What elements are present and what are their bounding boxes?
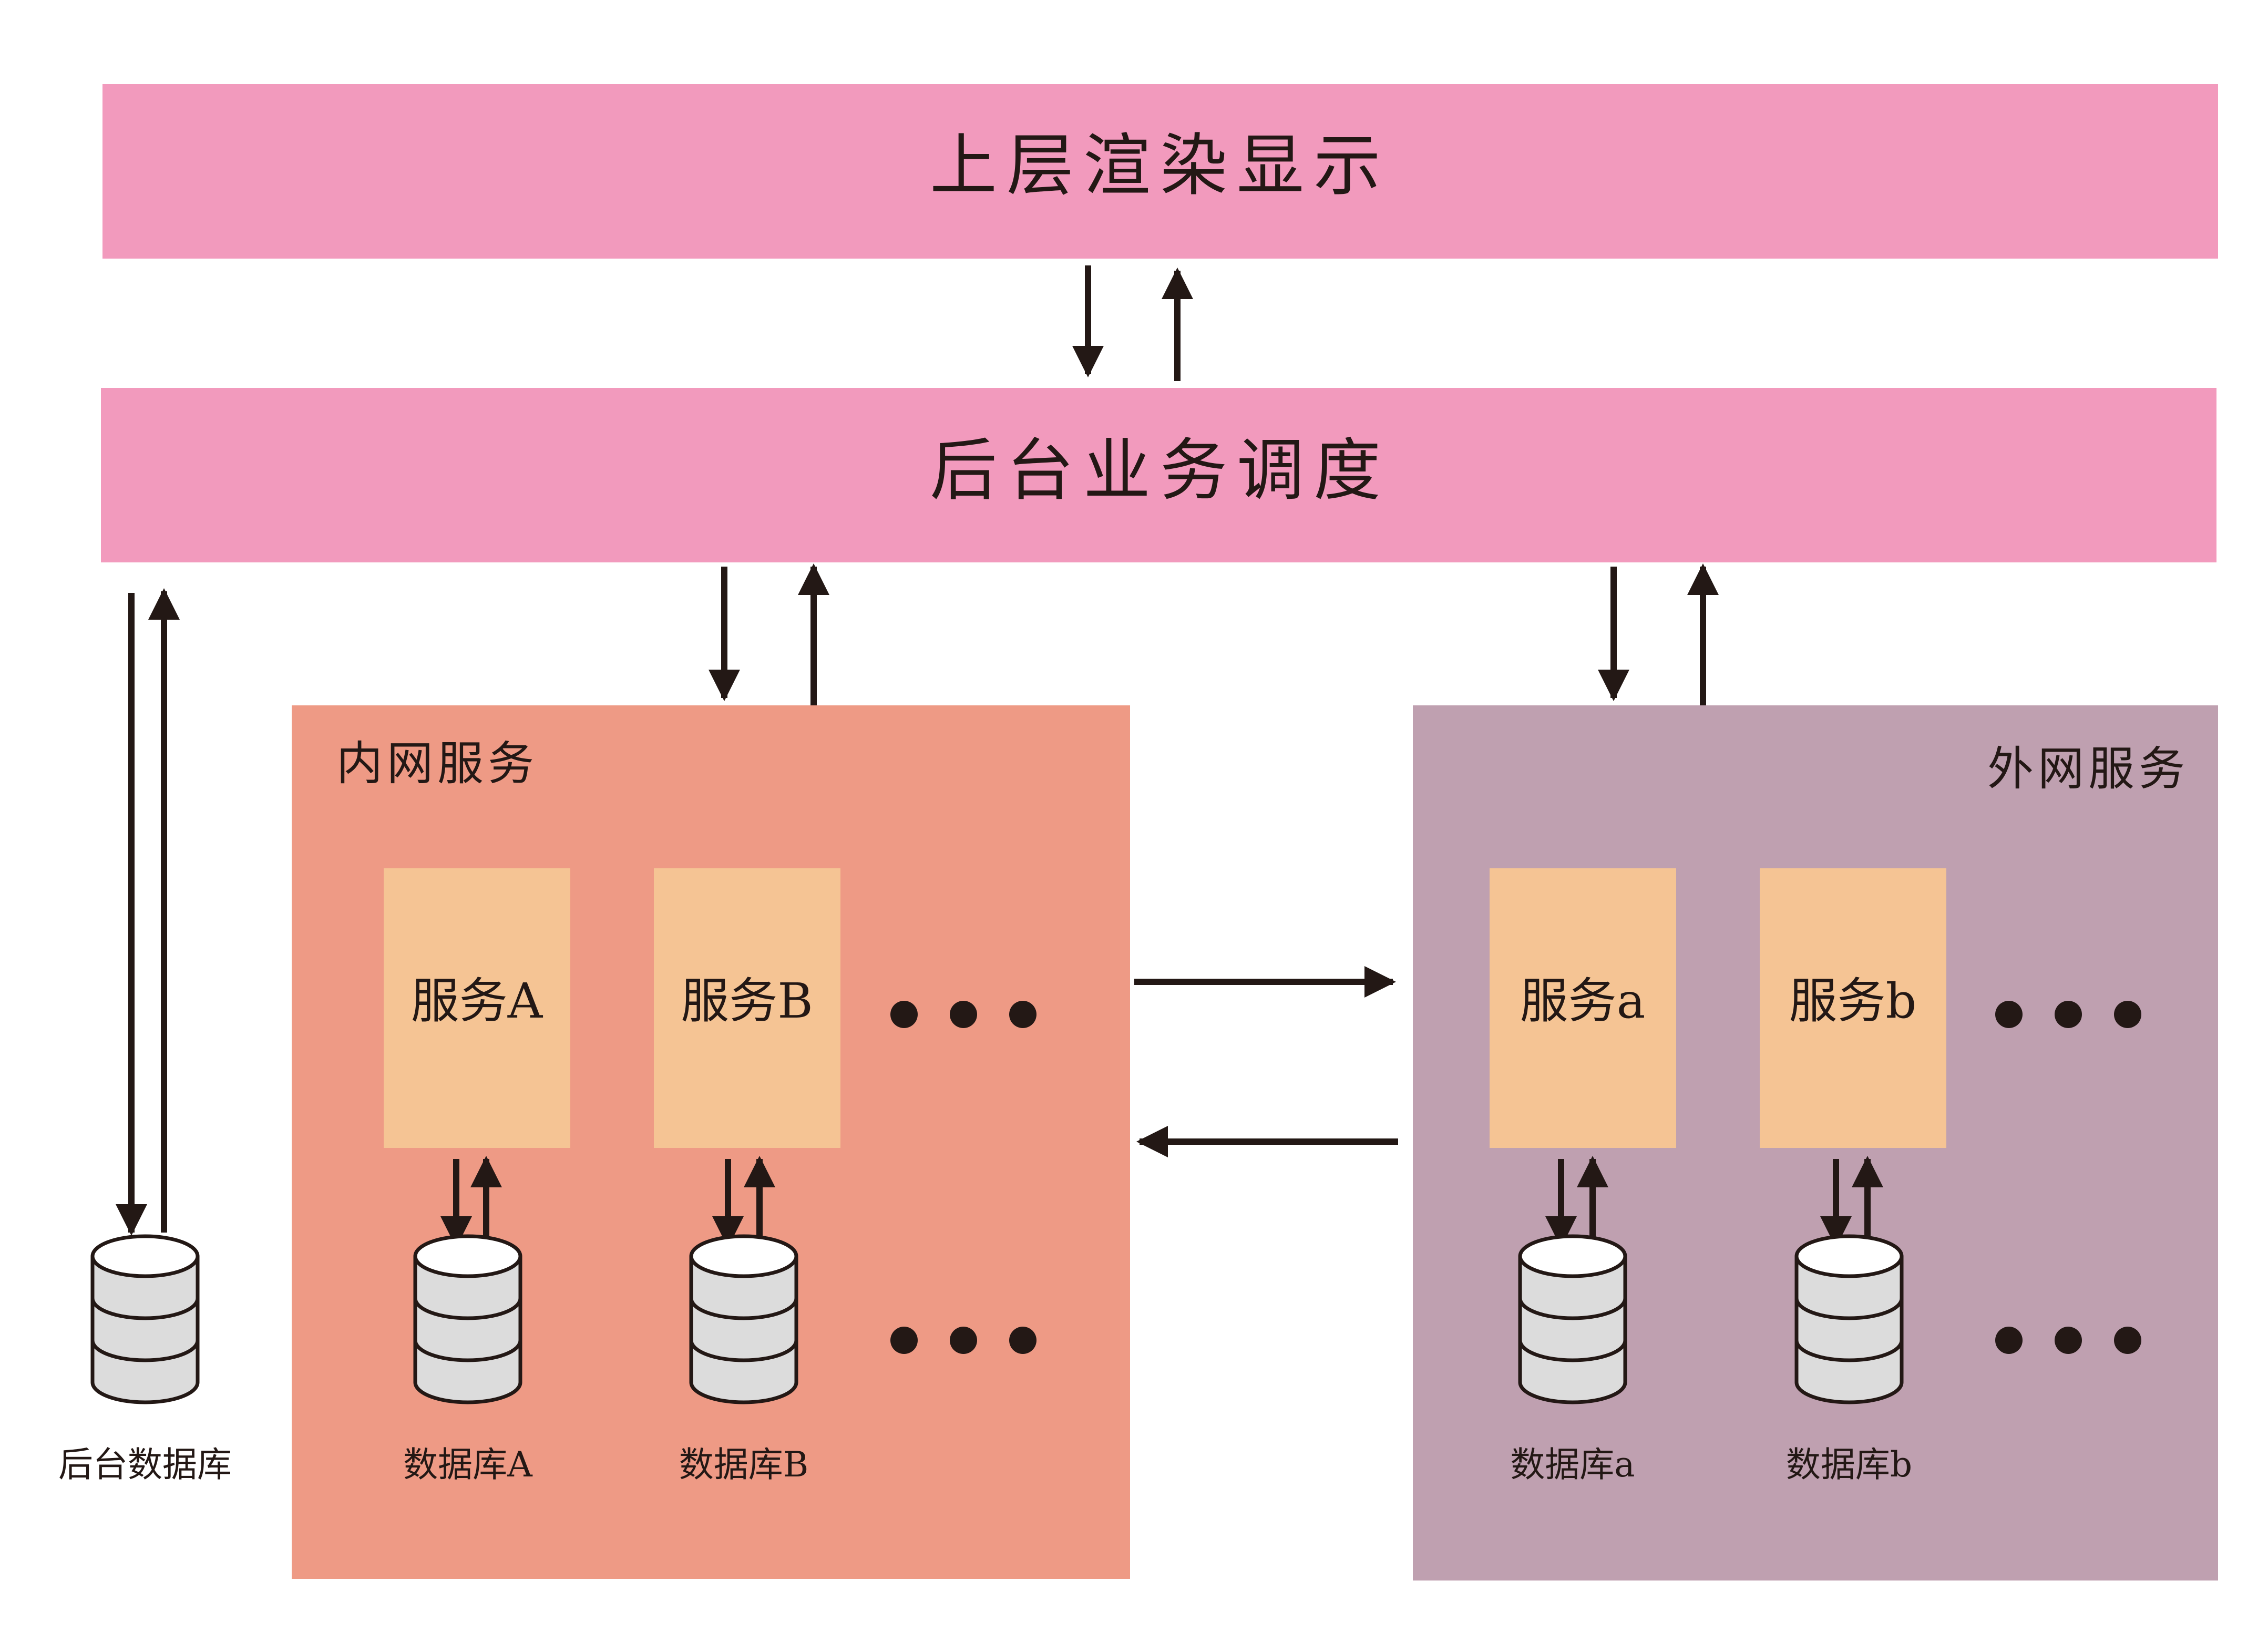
- dot: [890, 1327, 918, 1354]
- service-db-arrows: [1545, 1156, 1608, 1251]
- dot: [2055, 1001, 2082, 1028]
- database-label: 数据库b: [1786, 1444, 1912, 1485]
- dot: [950, 1327, 977, 1354]
- render-layer-bar: [102, 84, 2218, 259]
- cross-network-arrows: [1134, 966, 1398, 1157]
- database-icon: [691, 1236, 796, 1402]
- dispatch-layer: 后台业务调度: [101, 388, 2216, 562]
- ellipsis-dots: [1995, 1001, 2141, 1028]
- intranet-title: 内网服务: [336, 736, 538, 791]
- service-box-bg: [1490, 868, 1676, 1148]
- database-icon: [93, 1236, 198, 1402]
- dot: [950, 1001, 977, 1028]
- database-icon: [1797, 1236, 1902, 1402]
- render-layer: 上层渲染显示: [102, 84, 2218, 259]
- service-box: 服务a: [1490, 868, 1676, 1148]
- dot: [1995, 1001, 2023, 1028]
- dot: [1009, 1001, 1036, 1028]
- backend-database-label: 后台数据库: [58, 1444, 232, 1485]
- service-label: 服务B: [681, 973, 813, 1029]
- service-label: 服务a: [1520, 973, 1646, 1029]
- backend-database: 后台数据库: [58, 1236, 232, 1485]
- dot: [2114, 1001, 2141, 1028]
- database-label: 数据库A: [403, 1444, 533, 1485]
- ellipsis-dots: [1995, 1327, 2141, 1354]
- dot: [2055, 1327, 2082, 1354]
- render-dispatch-arrows: [1072, 265, 1193, 381]
- dispatch-extranet-arrows: [1598, 563, 1719, 707]
- dispatch-layer-label: 后台业务调度: [930, 432, 1390, 510]
- render-layer-label: 上层渲染显示: [930, 127, 1390, 205]
- database: 数据库A: [403, 1236, 533, 1485]
- database-icon: [1520, 1236, 1625, 1402]
- dispatch-layer-bar: [101, 388, 2216, 562]
- extranet-panel: 外网服务 服务a 服务b 数据库a 数据库b: [1413, 705, 2218, 1581]
- dispatch-intranet-arrows: [709, 563, 829, 707]
- service-box: 服务B: [654, 868, 840, 1148]
- backend-db-arrows: [116, 588, 180, 1236]
- service-box-bg: [654, 868, 840, 1148]
- database: 数据库b: [1786, 1236, 1912, 1485]
- service-label: 服务A: [411, 973, 543, 1029]
- service-box-bg: [384, 868, 570, 1148]
- database: 数据库B: [679, 1236, 809, 1485]
- service-box-bg: [1760, 868, 1946, 1148]
- database-icon: [415, 1236, 520, 1402]
- dot: [1009, 1327, 1036, 1354]
- ellipsis-dots: [890, 1327, 1036, 1354]
- ellipsis-dots: [890, 1001, 1036, 1028]
- dot: [2114, 1327, 2141, 1354]
- database-label: 数据库a: [1510, 1444, 1635, 1485]
- dot: [890, 1001, 918, 1028]
- dot: [1995, 1327, 2023, 1354]
- intranet-panel: 内网服务 服务A 服务B 数据库A 数据库B: [292, 705, 1130, 1579]
- database-label: 数据库B: [679, 1444, 809, 1485]
- service-label: 服务b: [1789, 973, 1917, 1029]
- database: 数据库a: [1510, 1236, 1635, 1485]
- service-box: 服务b: [1760, 868, 1946, 1148]
- extranet-title: 外网服务: [1987, 742, 2189, 796]
- service-box: 服务A: [384, 868, 570, 1148]
